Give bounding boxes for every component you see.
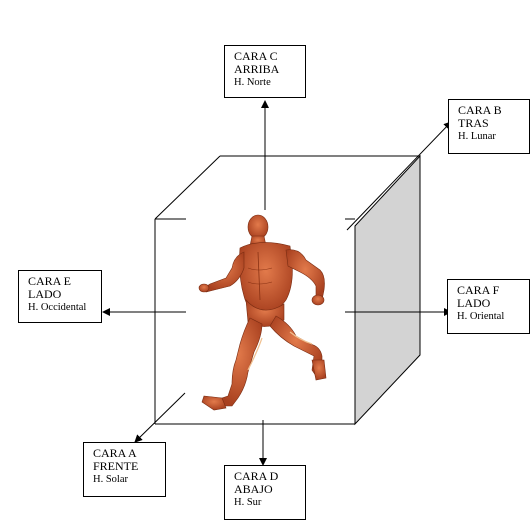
cara-c-position: ARRIBA <box>234 62 280 76</box>
cube-top-left-edge <box>154 155 221 220</box>
label-box-cara-e: CARA E LADO H. Occidental <box>18 270 102 323</box>
cara-b-position: TRAS <box>458 116 489 130</box>
cara-d-title: CARA D <box>234 469 279 483</box>
label-box-cara-d: CARA D ABAJO H. Sur <box>224 465 306 520</box>
cara-d-position: ABAJO <box>234 482 273 496</box>
cara-b-direction: H. Lunar <box>458 131 496 142</box>
cara-c-title: CARA C <box>234 49 278 63</box>
arrow-front <box>134 392 186 443</box>
cara-d-direction: H. Sur <box>234 497 262 508</box>
label-box-cara-c: CARA C ARRIBA H. Norte <box>224 45 306 98</box>
arrow-back <box>346 121 452 231</box>
cara-c-direction: H. Norte <box>234 77 271 88</box>
running-figure-icon <box>198 214 327 411</box>
cara-b-title: CARA B <box>458 103 502 117</box>
label-box-cara-a: CARA A FRENTE H. Solar <box>83 442 166 497</box>
cara-f-title: CARA F <box>457 283 500 297</box>
cube-right-face <box>354 154 421 426</box>
cara-a-direction: H. Solar <box>93 474 128 485</box>
cara-e-direction: H. Occidental <box>28 302 87 313</box>
cara-a-position: FRENTE <box>93 459 139 473</box>
cara-e-position: LADO <box>28 287 62 301</box>
cara-a-title: CARA A <box>93 446 137 460</box>
cara-e-title: CARA E <box>28 274 72 288</box>
label-box-cara-b: CARA B TRAS H. Lunar <box>448 99 530 154</box>
cara-f-direction: H. Oriental <box>457 311 505 322</box>
cara-f-position: LADO <box>457 296 491 310</box>
label-box-cara-f: CARA F LADO H. Oriental <box>447 279 530 334</box>
